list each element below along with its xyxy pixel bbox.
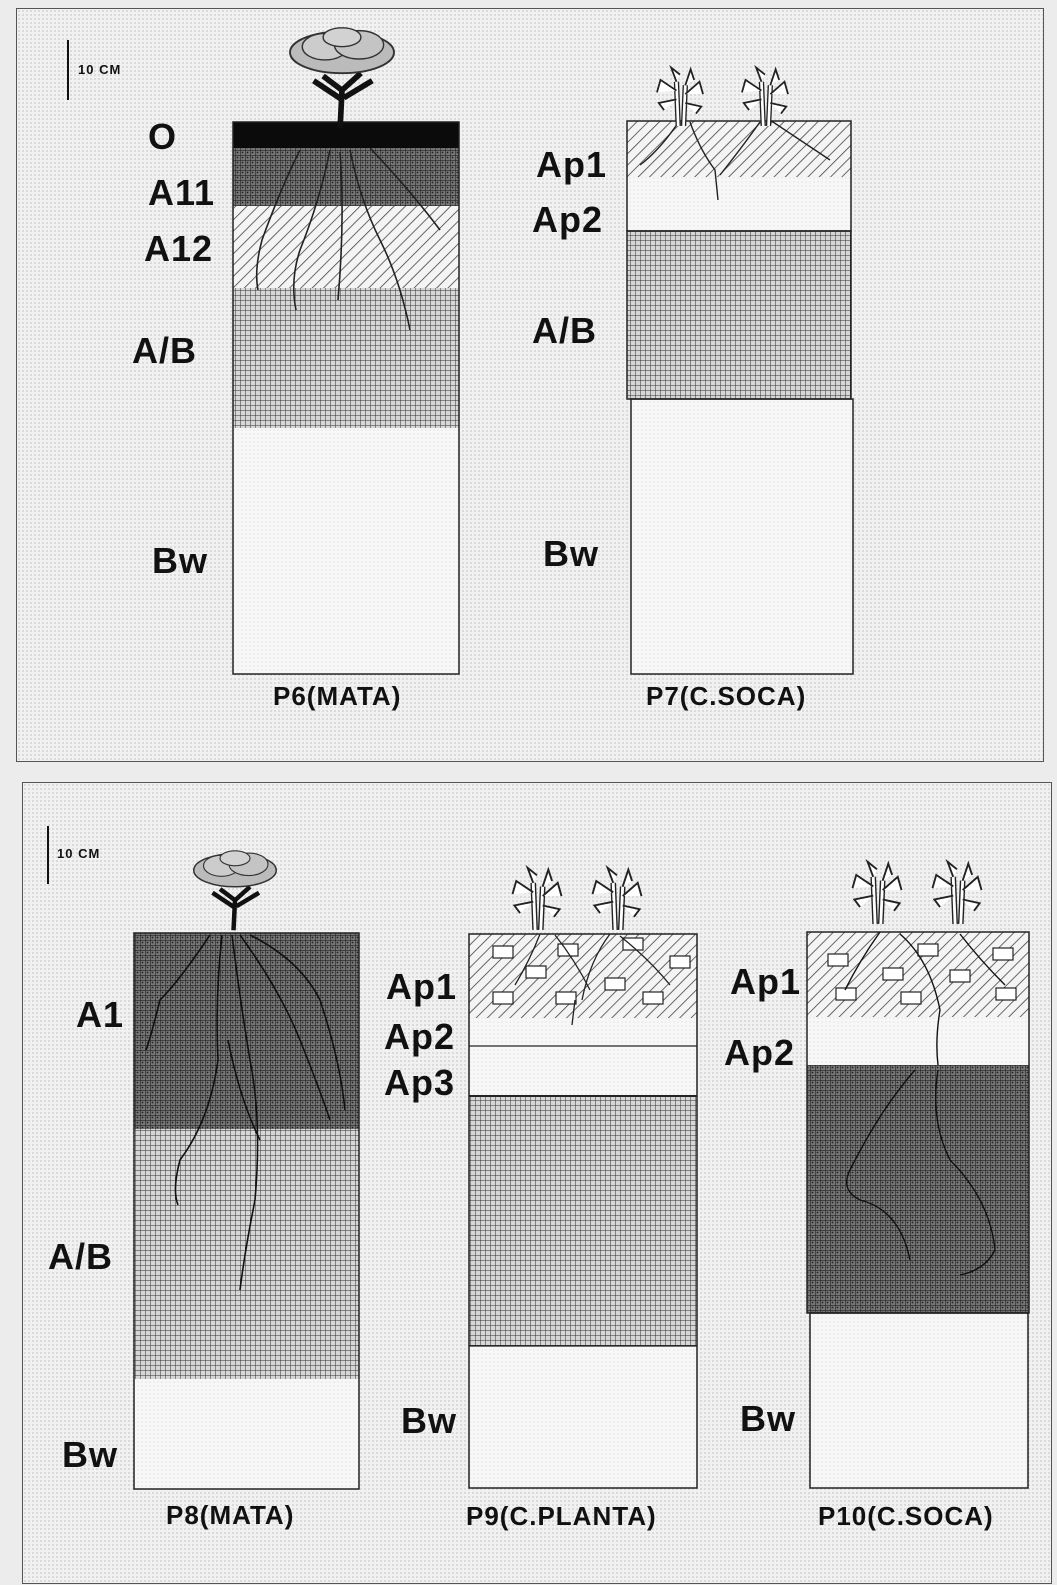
horizon-label-p10-ap2: Ap2 bbox=[724, 1032, 795, 1074]
horizon-label-p9-ap1: Ap1 bbox=[386, 966, 457, 1008]
horizon-label-p7-ab: A/B bbox=[532, 310, 597, 352]
horizon-label-p9-ap3: Ap3 bbox=[384, 1062, 455, 1104]
horizon-label-p9-ap2: Ap2 bbox=[384, 1016, 455, 1058]
horizon-label-p6-o: O bbox=[148, 116, 177, 158]
horizon-label-p7-bw: Bw bbox=[543, 533, 599, 575]
horizon-label-p7-ap1: Ap1 bbox=[536, 144, 607, 186]
profile-label-p9: P9(C.PLANTA) bbox=[466, 1501, 657, 1532]
horizon-label-p8-bw: Bw bbox=[62, 1434, 118, 1476]
profile-p9 bbox=[469, 868, 697, 1488]
profile-label-p8: P8(MATA) bbox=[166, 1500, 294, 1531]
profile-p10 bbox=[807, 862, 1029, 1488]
horizon-label-p7-ap2: Ap2 bbox=[532, 199, 603, 241]
profile-label-p10: P10(C.SOCA) bbox=[818, 1501, 994, 1532]
horizon-label-p10-ap1: Ap1 bbox=[730, 961, 801, 1003]
profile-p7 bbox=[627, 68, 853, 674]
horizon-label-p6-a11: A11 bbox=[148, 172, 215, 214]
horizon-label-p6-a12: A12 bbox=[144, 228, 213, 270]
profile-p6 bbox=[233, 28, 459, 674]
horizon-label-p8-ab: A/B bbox=[48, 1236, 113, 1278]
profile-p8 bbox=[134, 851, 359, 1489]
horizon-label-p6-ab: A/B bbox=[132, 330, 197, 372]
horizon-label-p8-a1: A1 bbox=[76, 994, 124, 1036]
profile-label-p7: P7(C.SOCA) bbox=[646, 681, 806, 712]
profile-label-p6: P6(MATA) bbox=[273, 681, 401, 712]
horizon-label-p6-bw: Bw bbox=[152, 540, 208, 582]
horizon-label-p10-bw: Bw bbox=[740, 1398, 796, 1440]
horizon-label-p9-bw: Bw bbox=[401, 1400, 457, 1442]
